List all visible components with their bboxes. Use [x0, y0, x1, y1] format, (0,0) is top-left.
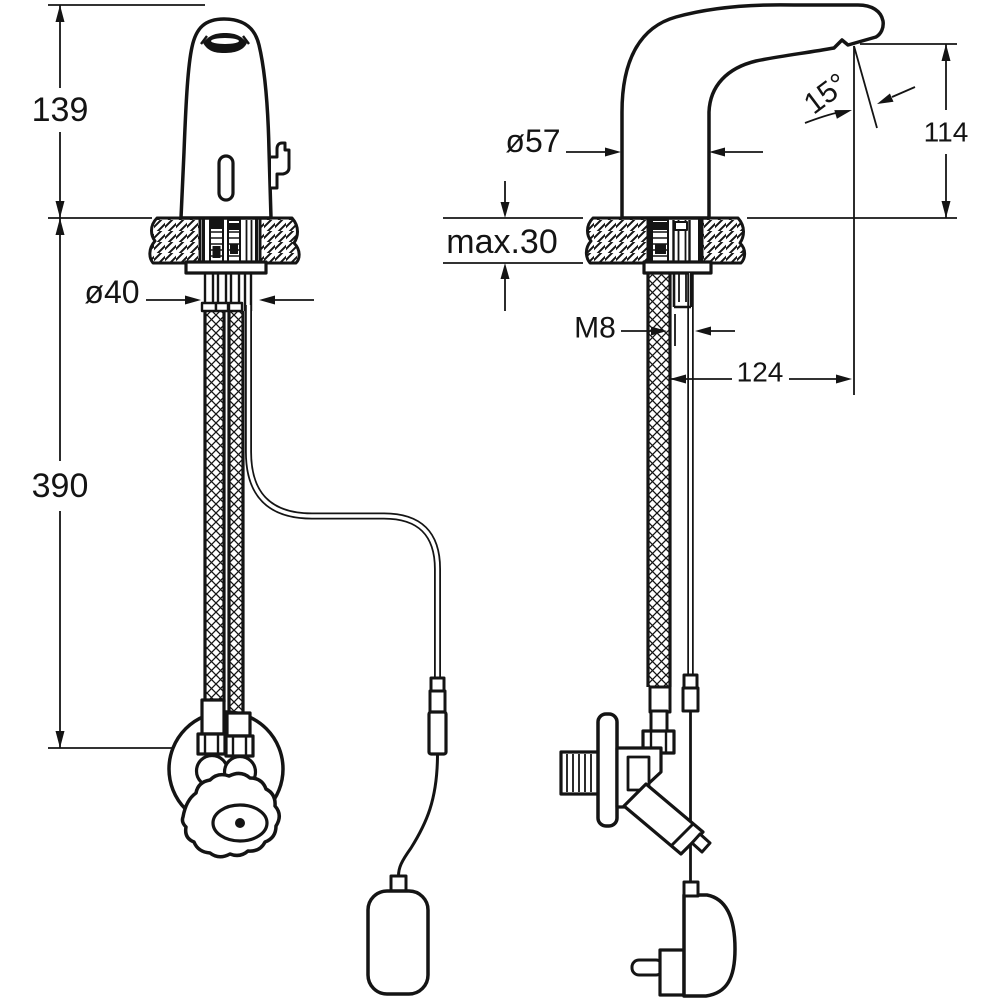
dimension-139-label: 139	[32, 91, 89, 129]
sensor-cable-front	[245, 305, 448, 996]
plug-prong	[630, 958, 665, 977]
wall-flange	[596, 712, 619, 828]
mounting-flange-side	[642, 260, 713, 275]
dimension-390-label: 390	[32, 467, 89, 505]
hose-fitting	[200, 698, 226, 736]
side-outlet-tab	[271, 141, 291, 190]
deck-hole-hardware-front	[202, 218, 258, 263]
dimension-114-label: 114	[924, 117, 969, 148]
angle-15deg: 15°	[798, 45, 916, 395]
dimension-m8-label: M8	[574, 312, 616, 345]
dimension-124: 124	[670, 357, 852, 388]
sensor-cable-side	[681, 273, 700, 884]
m8-threaded-rod	[672, 273, 693, 309]
sensor-window	[217, 154, 235, 202]
adapter-neck	[682, 880, 700, 898]
side-view	[559, 3, 885, 998]
faucet-body-side	[620, 3, 885, 220]
cable-connector-side	[682, 673, 699, 690]
dimension-114: 114	[747, 43, 969, 219]
spout-opening	[200, 33, 250, 53]
hose-fitting	[648, 685, 672, 714]
power-supply-plug	[630, 880, 737, 998]
plug-base	[658, 948, 686, 997]
power-adapter-body	[682, 893, 737, 998]
dimension-dia57: ø57	[505, 123, 763, 159]
hose-fitting	[225, 711, 252, 738]
mounting-flange-front	[184, 260, 268, 275]
strainer-housing	[622, 782, 705, 856]
power-box	[366, 889, 430, 996]
dimension-139: 139	[32, 4, 205, 219]
braided-hose-left	[203, 311, 226, 702]
mixing-valve-front	[167, 698, 285, 859]
dimension-dia40: ø40	[84, 274, 314, 310]
dimension-390: 390	[32, 218, 172, 749]
strainer-cap	[690, 832, 712, 854]
dimension-dia57-label: ø57	[505, 123, 560, 159]
dimension-m8: M8	[574, 312, 735, 346]
dimension-124-label: 124	[737, 357, 784, 388]
braided-hose-right	[227, 311, 245, 714]
knob-center	[235, 818, 245, 828]
dimension-max30-label: max.30	[446, 223, 558, 261]
dimension-max30: max.30	[443, 181, 583, 311]
faucet-body-front	[179, 17, 273, 220]
hex-nut	[196, 732, 227, 756]
shank-tubes-front	[200, 273, 253, 313]
braided-hose-side	[646, 273, 672, 687]
angle-valve-side	[559, 685, 712, 856]
counter-front	[148, 216, 301, 265]
dimension-dia40-label: ø40	[84, 274, 139, 310]
counter-side	[584, 216, 747, 265]
dimensions: 139 390 ø40 max.30	[32, 4, 969, 749]
cable-connector-front	[429, 676, 446, 693]
hex-nut	[224, 734, 255, 758]
front-view	[148, 17, 448, 996]
deck-hole-hardware-side	[649, 218, 701, 263]
